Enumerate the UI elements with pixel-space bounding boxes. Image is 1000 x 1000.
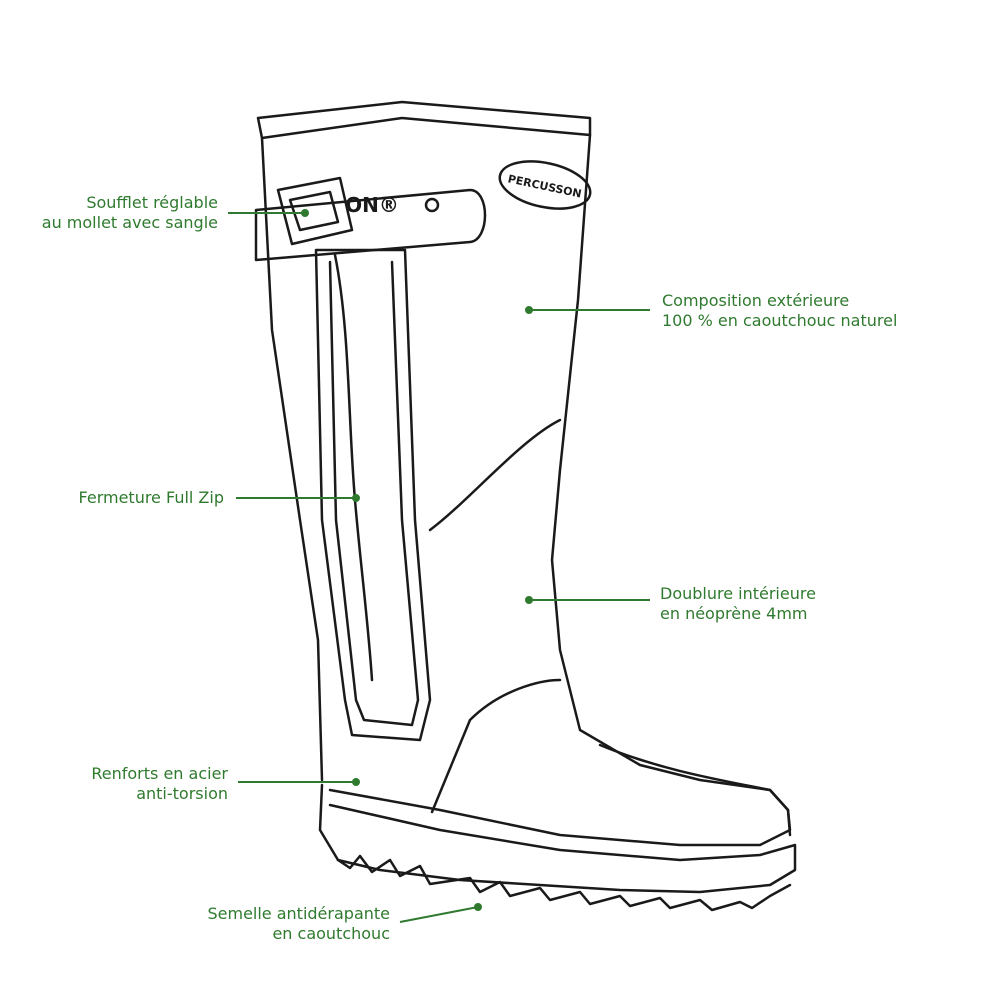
callout-semelle-line2: en caoutchouc	[272, 924, 390, 943]
strap-buckle	[276, 176, 354, 246]
leader-dot-fermeture	[352, 494, 360, 502]
leader-dot-semelle	[474, 903, 482, 911]
callout-soufflet-line1: Soufflet réglable	[86, 193, 218, 212]
callout-renforts: Renforts en acier anti-torsion	[91, 764, 228, 804]
sole	[318, 783, 797, 894]
leader-dot-renforts	[352, 778, 360, 786]
callout-soufflet-line2: au mollet avec sangle	[41, 213, 218, 232]
callout-semelle: Semelle antidérapante en caoutchouc	[207, 904, 390, 944]
leader-dot-soufflet	[301, 209, 309, 217]
callout-composition-line1: Composition extérieure	[662, 291, 850, 310]
zip-panel	[314, 248, 432, 742]
leader-dot-composition	[525, 306, 533, 314]
heel-cap	[430, 678, 562, 814]
calf-curve	[428, 418, 562, 532]
leader-semelle	[399, 906, 479, 923]
boot-top-rim	[256, 100, 592, 140]
brand-logo-text: PERCUSSON	[507, 172, 583, 200]
zip-panel-inner	[328, 260, 420, 727]
calf-strap	[254, 188, 487, 262]
callout-fermeture-line1: Fermeture Full Zip	[78, 488, 224, 507]
brand-logo-badge	[498, 160, 592, 210]
toe-cap	[328, 743, 792, 847]
callout-doublure: Doublure intérieure en néoprène 4mm	[660, 584, 816, 624]
strap-brand-text: ON®	[345, 193, 399, 217]
boot-shaft	[260, 133, 792, 837]
strap-rivet	[424, 197, 440, 213]
callout-renforts-line1: Renforts en acier	[91, 764, 228, 783]
callout-soufflet: Soufflet réglable au mollet avec sangle	[42, 193, 218, 233]
leader-dot-doublure	[525, 596, 533, 604]
callout-composition: Composition extérieure 100 % en caoutcho…	[662, 291, 897, 331]
callout-renforts-line2: anti-torsion	[136, 784, 228, 803]
callout-doublure-line2: en néoprène 4mm	[660, 604, 808, 623]
callout-doublure-line1: Doublure intérieure	[660, 584, 816, 603]
callout-semelle-line1: Semelle antidérapante	[207, 904, 390, 923]
callout-fermeture: Fermeture Full Zip	[79, 488, 224, 508]
zipper-line	[333, 253, 374, 682]
sole-tread	[336, 854, 792, 912]
callout-composition-line2: 100 % en caoutchouc naturel	[662, 311, 898, 330]
